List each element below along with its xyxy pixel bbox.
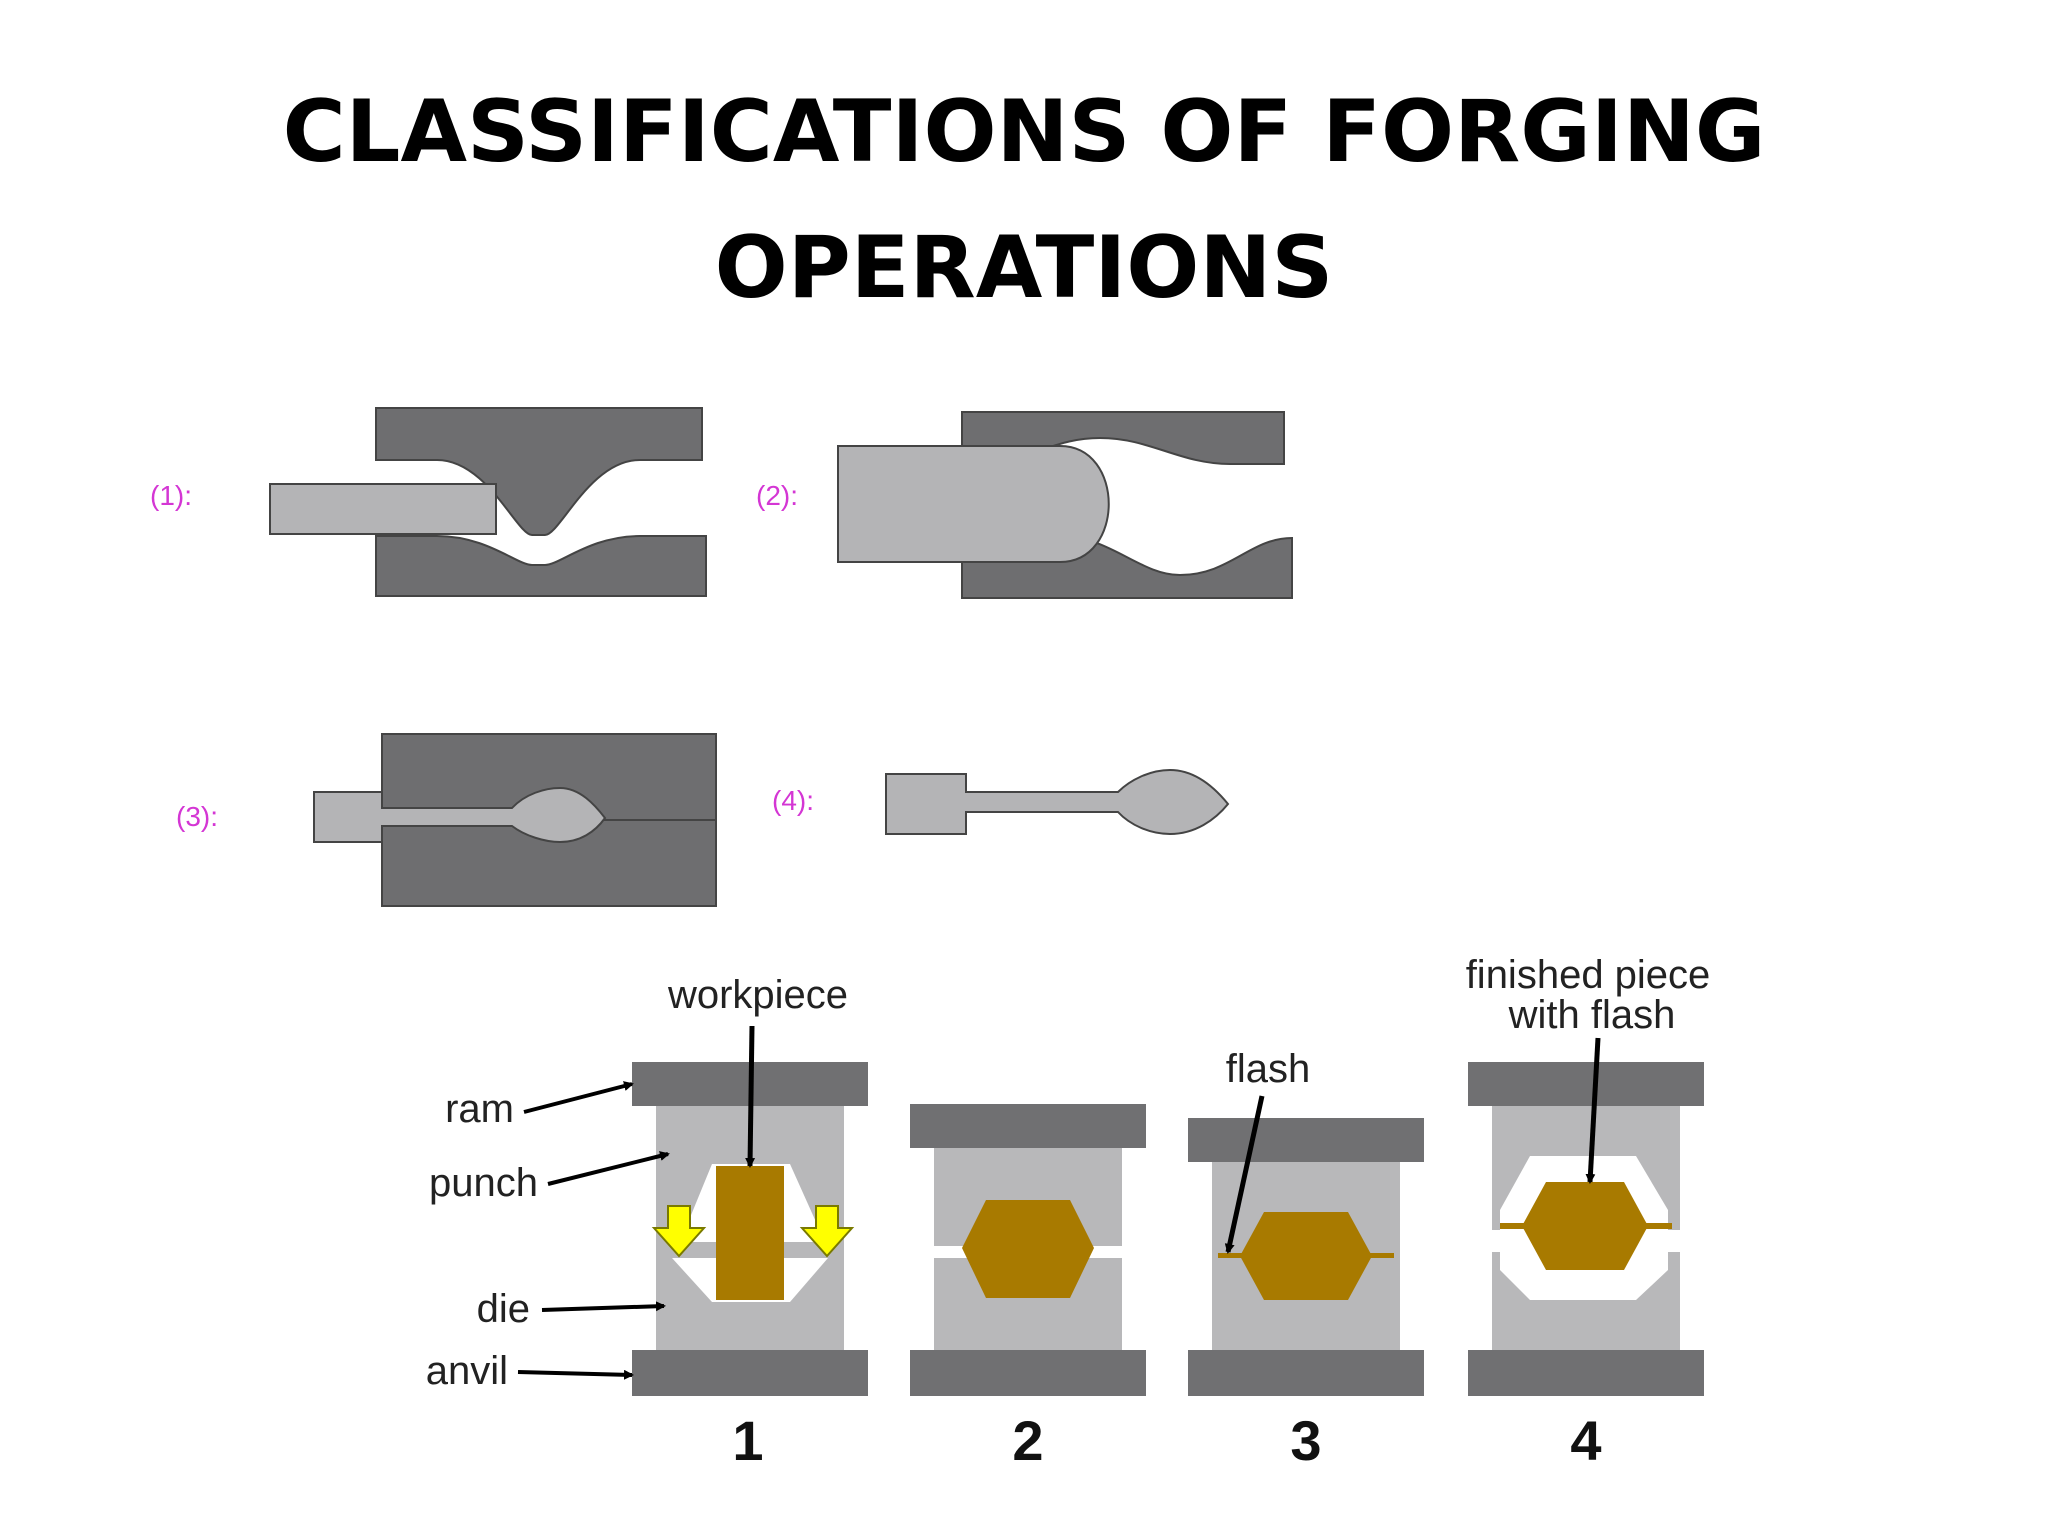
forged-part-step-4: (4): xyxy=(772,768,1230,836)
arrow-flash xyxy=(1224,1095,1265,1254)
ram xyxy=(1188,1118,1424,1162)
finished-workpiece xyxy=(1522,1182,1648,1270)
open-die-step-2: (2): xyxy=(756,411,1293,599)
arrow-die xyxy=(541,1301,666,1312)
label-flash: flash xyxy=(1226,1047,1311,1091)
anvil xyxy=(1188,1350,1424,1396)
label-die: die xyxy=(477,1287,530,1331)
yellow-arrow-right xyxy=(799,1205,855,1258)
label-anvil: anvil xyxy=(426,1349,508,1393)
press-stage-2: 2 xyxy=(910,1104,1146,1472)
workpiece xyxy=(716,1166,784,1300)
arrow-workpiece xyxy=(745,1025,756,1168)
title-line-1: CLASSIFICATIONS OF FORGING xyxy=(282,82,1766,182)
title-line-2: OPERATIONS xyxy=(714,218,1334,318)
label-step-1: (1): xyxy=(150,480,192,511)
label-step-2: (2): xyxy=(756,480,798,511)
lower-die xyxy=(375,535,707,597)
step-number-4: 4 xyxy=(1570,1409,1601,1472)
anvil xyxy=(1468,1350,1704,1396)
anvil xyxy=(632,1350,868,1396)
forged-workpiece xyxy=(1240,1212,1372,1300)
forged-workpiece xyxy=(962,1200,1094,1298)
label-step-3: (3): xyxy=(176,801,218,832)
label-step-4: (4): xyxy=(772,785,814,816)
open-die-step-1: (1): xyxy=(150,407,707,597)
label-punch: punch xyxy=(429,1161,538,1205)
closed-die-step-3: (3): xyxy=(176,733,717,907)
workpiece-upset-head xyxy=(837,445,1110,563)
step-number-1: 1 xyxy=(732,1409,763,1472)
forged-part xyxy=(885,768,1230,836)
page-title: CLASSIFICATIONS OF FORGING OPERATIONS xyxy=(0,64,2048,336)
label-finished-piece-line-2: with flash xyxy=(1508,993,1676,1037)
anvil xyxy=(910,1350,1146,1396)
arrow-ram xyxy=(523,1081,634,1114)
label-finished-piece-line-1: finished piece xyxy=(1466,953,1711,997)
step-number-2: 2 xyxy=(1012,1409,1043,1472)
arrow-punch xyxy=(547,1151,670,1186)
workpiece-bar xyxy=(269,483,497,535)
label-ram: ram xyxy=(445,1087,514,1131)
press-stage-4: 4 xyxy=(1468,1062,1704,1472)
upper-die xyxy=(375,407,703,536)
ram xyxy=(1468,1062,1704,1106)
arrow-anvil xyxy=(517,1369,634,1380)
workpiece-in-die xyxy=(313,786,607,844)
ram xyxy=(910,1104,1146,1148)
callouts: workpiece ram punch die anvil flash fini… xyxy=(426,953,1711,1393)
step-number-3: 3 xyxy=(1290,1409,1321,1472)
label-workpiece: workpiece xyxy=(667,973,848,1017)
arrow-finished-piece xyxy=(1585,1037,1601,1184)
yellow-arrow-left xyxy=(651,1205,707,1258)
press-stage-3: 3 xyxy=(1188,1118,1424,1472)
